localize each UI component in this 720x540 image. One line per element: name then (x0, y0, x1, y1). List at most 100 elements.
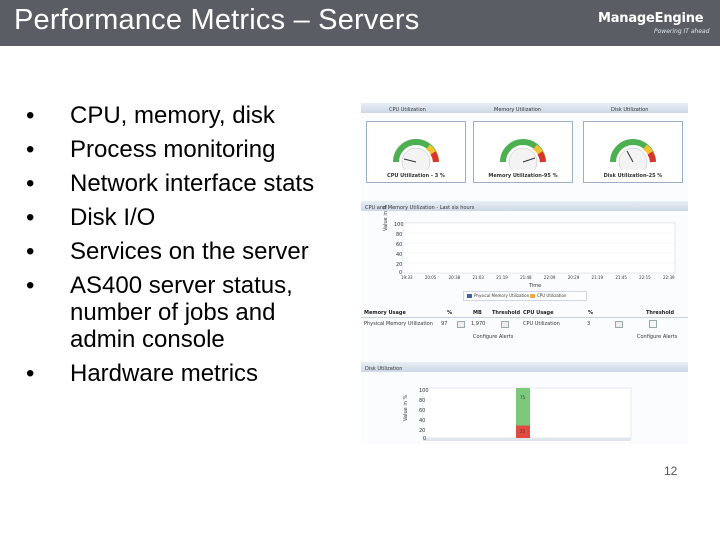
disk-ytick: 0 (423, 436, 427, 442)
th-memory-usage: Memory Usage (364, 310, 406, 316)
cpu-gauge-icon (393, 139, 439, 177)
disk-panel-title: Disk Utilization (365, 366, 403, 372)
th-percent-cpu: % (588, 310, 594, 316)
server-monitor-screenshot: CPU Utilization Memory Utilization Disk … (361, 103, 688, 444)
usage-table-header: Memory Usage % MB Threshold CPU Usage % … (361, 308, 688, 318)
logo-tagline: Powering IT ahead (654, 28, 710, 35)
bullet-item: • Services on the server (26, 238, 330, 265)
line-ytick: 20 (396, 262, 403, 268)
disk-ytick: 20 (419, 428, 426, 434)
configure-alerts-link-memory[interactable]: Configure Alerts (473, 334, 514, 340)
bullet-item: • AS400 server status, number of jobs and… (26, 272, 330, 353)
page-number: 12 (664, 464, 678, 478)
bullet-item: • Hardware metrics (26, 360, 330, 387)
bullet-text: AS400 server status, number of jobs and … (70, 272, 293, 353)
configure-alerts-link-cpu[interactable]: Configure Alerts (637, 334, 678, 340)
line-xtick: 21:48 (520, 275, 532, 280)
td-memory-mb: 1,970 (471, 321, 486, 327)
th-percent: % (447, 310, 453, 316)
bullet-text: Network interface stats (70, 170, 315, 197)
bullet-list: • CPU, memory, disk • Process monitoring •… (26, 102, 330, 394)
memory-threshold-dropdown[interactable] (457, 321, 465, 328)
bullet-dot-icon: • (26, 272, 35, 299)
line-xtick: 20:38 (448, 275, 461, 280)
gauge-header-memory: Memory Utilization (494, 107, 541, 113)
usage-table-row: Physical Memory Utilization 97 1,970 CPU… (361, 319, 688, 329)
bullet-text: CPU, memory, disk (70, 102, 275, 129)
disk-used-bar (516, 388, 530, 426)
bullet-item: • Disk I/O (26, 204, 330, 231)
disk-gauge-box: Disk Utilization-25 % (583, 121, 683, 183)
legend-cpu: CPU Utilization (537, 293, 567, 298)
legend-memory: Physical Memory Utilization (474, 293, 530, 298)
gauge-header-disk: Disk Utilization (611, 107, 649, 113)
disk-gauge-label: Disk Utilization-25 % (603, 173, 663, 179)
cpu-memory-panel-title: CPU and Memory Utilization - Last six ho… (365, 205, 475, 211)
line-ytick: 0 (399, 270, 403, 276)
line-xtick: 22:09 (543, 275, 556, 280)
bullet-dot-icon: • (26, 102, 35, 129)
bullet-text: Disk I/O (70, 204, 156, 231)
cpu-threshold-icon (649, 320, 657, 328)
disk-gauge-icon (610, 139, 656, 177)
slide-header: Performance Metrics – Servers ManageEngi… (0, 0, 720, 46)
line-chart-ylabel: Value in % (383, 204, 389, 231)
line-ytick: 100 (394, 222, 404, 228)
logo-wordmark: ManageEngine (598, 11, 704, 26)
th-threshold: Threshold (492, 310, 521, 316)
disk-ytick: 40 (419, 418, 426, 424)
line-xtick: 21:45 (615, 275, 627, 280)
bullet-dot-icon: • (26, 136, 35, 163)
line-xtick: 20:05 (424, 275, 437, 280)
bullet-dot-icon: • (26, 238, 35, 265)
cpu-gauge-label: CPU Utilization - 3 % (387, 173, 445, 179)
disk-free-bar (516, 425, 530, 438)
line-xtick: 21:19 (496, 275, 508, 280)
bullet-item: • CPU, memory, disk (26, 102, 330, 129)
th-threshold-cpu: Threshold (646, 310, 675, 316)
th-cpu-usage: CPU Usage (523, 310, 554, 316)
disk-free-label: 25 (520, 429, 526, 434)
mb-threshold-dropdown[interactable] (501, 321, 509, 328)
line-xtick: 21:03 (472, 275, 484, 280)
disk-ytick: 60 (419, 408, 426, 414)
disk-ytick: 100 (419, 388, 429, 394)
bullet-dot-icon: • (26, 170, 35, 197)
td-cpu-percent: 3 (587, 321, 591, 327)
cpu-gauge-box: CPU Utilization - 3 % (366, 121, 466, 183)
line-xtick: 22:15 (639, 275, 651, 280)
bullet-text: Services on the server (70, 238, 309, 265)
legend-swatch-memory (467, 294, 472, 298)
cpu-threshold-dropdown[interactable] (615, 321, 623, 328)
bullet-item: • Process monitoring (26, 136, 330, 163)
memory-gauge-box: Memory Utilization-95 % (473, 121, 573, 183)
memory-gauge-icon (500, 139, 546, 177)
bullet-dot-icon: • (26, 360, 35, 387)
disk-bar-chart (422, 387, 632, 441)
gauge-header-cpu: CPU Utilization (389, 107, 426, 113)
manageengine-logo: ManageEngine Powering IT ahead (598, 11, 710, 41)
bullet-text: Process monitoring (70, 136, 276, 163)
line-xtick: 19:33 (401, 275, 413, 280)
slide-title: Performance Metrics – Servers (14, 4, 420, 36)
bullet-text: Hardware metrics (70, 360, 259, 387)
td-memory-percent: 97 (441, 321, 448, 327)
line-chart-xlabel: Time (529, 283, 542, 289)
disk-panel-header: Disk Utilization (361, 362, 688, 372)
bullet-item: • Network interface stats (26, 170, 330, 197)
line-ytick: 40 (396, 252, 403, 258)
th-mb: MB (473, 310, 482, 316)
td-cpu-name: CPU Utilization (523, 321, 560, 327)
memory-gauge-label: Memory Utilization-95 % (488, 173, 558, 179)
line-chart-legend: Physical Memory Utilization CPU Utilizat… (463, 291, 587, 301)
line-ytick: 60 (396, 242, 403, 248)
line-xtick: 21:19 (591, 275, 604, 280)
gauge-header-bar: CPU Utilization Memory Utilization Disk … (361, 103, 688, 113)
cpu-memory-panel-header: CPU and Memory Utilization - Last six ho… (361, 201, 688, 211)
disk-used-label: 75 (520, 395, 526, 400)
line-ytick: 80 (396, 232, 403, 238)
bullet-dot-icon: • (26, 204, 35, 231)
disk-ytick: 80 (419, 398, 426, 404)
td-memory-name: Physical Memory Utilization (364, 321, 433, 327)
line-xtick: 20:29 (567, 275, 580, 280)
